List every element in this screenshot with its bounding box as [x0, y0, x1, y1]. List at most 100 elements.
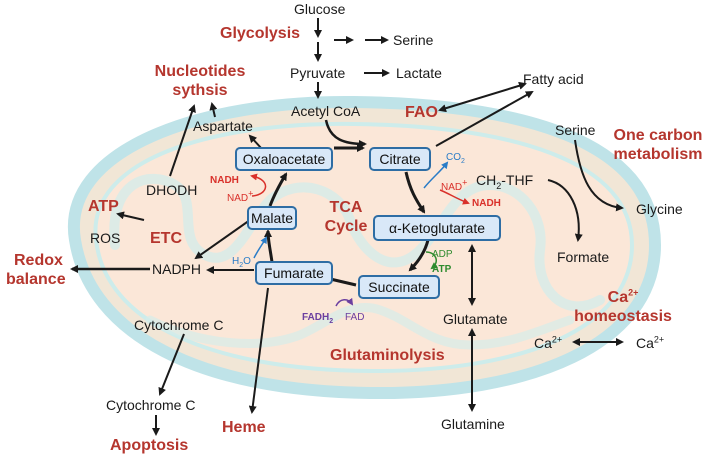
pathway-glutaminolysis: Glutaminolysis: [330, 347, 445, 364]
pathway-tca-cycle: TCA Cycle: [314, 198, 378, 236]
pathway-ca-sup: 2+: [628, 287, 639, 298]
arrow-acetylcoa-citrate: [324, 119, 367, 148]
pathway-ca-homeostasis-line1: Ca2+: [564, 288, 682, 307]
co2-text: CO: [446, 152, 461, 163]
node-citrate: Citrate: [369, 147, 431, 171]
cofactor-adp: ADP: [432, 249, 453, 260]
co2-sub: 2: [461, 158, 465, 165]
arrow-atp-curve: [425, 251, 439, 270]
nad-right-text: NAD: [441, 182, 463, 193]
metabolite-ca-right: Ca2+: [636, 335, 664, 351]
pathway-heme: Heme: [222, 419, 266, 436]
arrow-citrate-fattyacid: [435, 91, 534, 147]
pathway-nucleotides-line1: Nucleotides: [154, 63, 246, 80]
ch2-thf-prefix: CH: [476, 172, 497, 188]
pathway-one-carbon-line2: metabolism: [613, 146, 703, 163]
metabolite-glutamine: Glutamine: [441, 416, 505, 432]
cofactor-nadh-right: NADH: [472, 198, 501, 209]
metabolite-fatty-acid: Fatty acid: [523, 71, 584, 87]
arrow-malate-oxaloacetate: [268, 172, 288, 207]
arrow-co2: [423, 161, 449, 189]
arrow-dhodh-nucleotides: [169, 104, 196, 177]
h2o-sub: 2: [239, 262, 244, 269]
arrow-nadh-curve-right: [439, 189, 470, 205]
fadh2-text: FADH: [302, 312, 330, 323]
cofactor-atp: ATP: [432, 264, 452, 275]
arrow-fumarate-malate: [264, 229, 274, 263]
ch2-thf-sub: 2: [496, 180, 502, 191]
node-a-ketoglutarate: α-Ketoglutarate: [373, 215, 501, 241]
pathway-ca-homeostasis: Ca2+ homeostasis: [564, 288, 682, 326]
arrow-oxaloacetate-aspartate: [248, 134, 263, 150]
cofactor-nad-left: NAD+: [227, 189, 253, 205]
h2o-suffix: O: [243, 256, 251, 267]
arrow-cytc-cytc: [158, 333, 185, 396]
metabolite-glycine: Glycine: [636, 201, 683, 217]
pathway-nucleotides-line2: sythsis: [172, 82, 228, 99]
pathway-apoptosis: Apoptosis: [110, 437, 189, 454]
arrow-fao: [438, 81, 527, 113]
mitochondrion-shape: [67, 95, 662, 400]
arrow-aspartate-nucleotides: [209, 102, 218, 118]
pathway-etc: ETC: [150, 230, 182, 247]
metabolite-serine-right: Serine: [555, 122, 596, 138]
metabolite-pyruvate: Pyruvate: [290, 65, 346, 81]
metabolite-acetyl-coa: Acetyl CoA: [291, 103, 361, 119]
arrow-etc-atp: [116, 211, 145, 221]
pathway-ca-prefix: Ca: [607, 289, 629, 306]
h2o-text: H: [232, 256, 240, 267]
node-fumarate: Fumarate: [255, 261, 333, 285]
pathway-nucleotides: Nucleotides sythsis: [140, 62, 260, 100]
cofactor-nadh-left: NADH: [210, 175, 239, 186]
metabolite-aspartate: Aspartate: [193, 118, 253, 134]
pathway-fao: FAO: [405, 104, 438, 121]
arrow-citrate-akg: [404, 171, 426, 214]
ca-right-text: Ca: [636, 335, 654, 351]
arrow-fadh2-curve: [335, 297, 354, 307]
node-oxaloacetate: Oxaloacetate: [235, 147, 333, 171]
arrow-h2o: [253, 236, 267, 259]
metabolite-lactate: Lactate: [396, 65, 442, 81]
arrow-malate-nadph: [194, 219, 251, 260]
pathway-redox-line2: balance: [6, 271, 66, 288]
ca-right-sup: 2+: [653, 334, 665, 345]
metabolite-formate: Formate: [557, 249, 610, 265]
cofactor-fad: FAD: [345, 312, 365, 323]
cofactor-h2o: H2O: [232, 256, 251, 272]
metabolite-glucose: Glucose: [294, 1, 346, 17]
cofactor-fadh2: FADH2: [302, 312, 333, 328]
pathway-one-carbon: One carbon metabolism: [606, 126, 708, 164]
metabolite-dhodh: DHODH: [146, 182, 198, 198]
metabolite-serine-top: Serine: [393, 32, 434, 48]
pathway-glycolysis: Glycolysis: [220, 25, 301, 42]
metabolite-ca-left: Ca2+: [534, 335, 562, 351]
pathway-one-carbon-line1: One carbon: [613, 127, 703, 144]
pathway-tca-line1: TCA: [329, 199, 363, 216]
nad-right-sup: +: [462, 177, 468, 188]
ca-left-text: Ca: [534, 335, 552, 351]
arrow-ch2thf-formate: [547, 179, 583, 242]
pathway-ca-homeostasis-line2: homeostasis: [574, 308, 672, 325]
arrow-to-heme: [248, 287, 269, 414]
node-succinate: Succinate: [358, 275, 440, 299]
ch2-thf-suffix: -THF: [501, 172, 534, 188]
metabolite-ch2-thf: CH2-THF: [476, 172, 533, 194]
pathway-tca-line2: Cycle: [324, 218, 368, 235]
nad-left-text: NAD: [227, 193, 249, 204]
nad-left-sup: +: [248, 188, 254, 199]
fadh2-sub: 2: [329, 318, 334, 325]
ca-left-sup: 2+: [551, 334, 563, 345]
arrow-nadh-curve-left: [250, 173, 267, 197]
metabolite-ros: ROS: [90, 230, 121, 246]
node-malate: Malate: [247, 206, 297, 230]
metabolite-nadph: NADPH: [152, 261, 202, 277]
arrow-serine-glycine: [574, 139, 624, 212]
arrow-akg-succinate: [408, 239, 430, 272]
metabolite-cytochrome-c-1: Cytochrome C: [134, 317, 224, 333]
pathway-atp: ATP: [88, 198, 119, 215]
metabolite-glutamate: Glutamate: [443, 311, 508, 327]
pathway-redox: Redox balance: [6, 251, 66, 289]
cofactor-co2: CO2: [446, 152, 465, 168]
